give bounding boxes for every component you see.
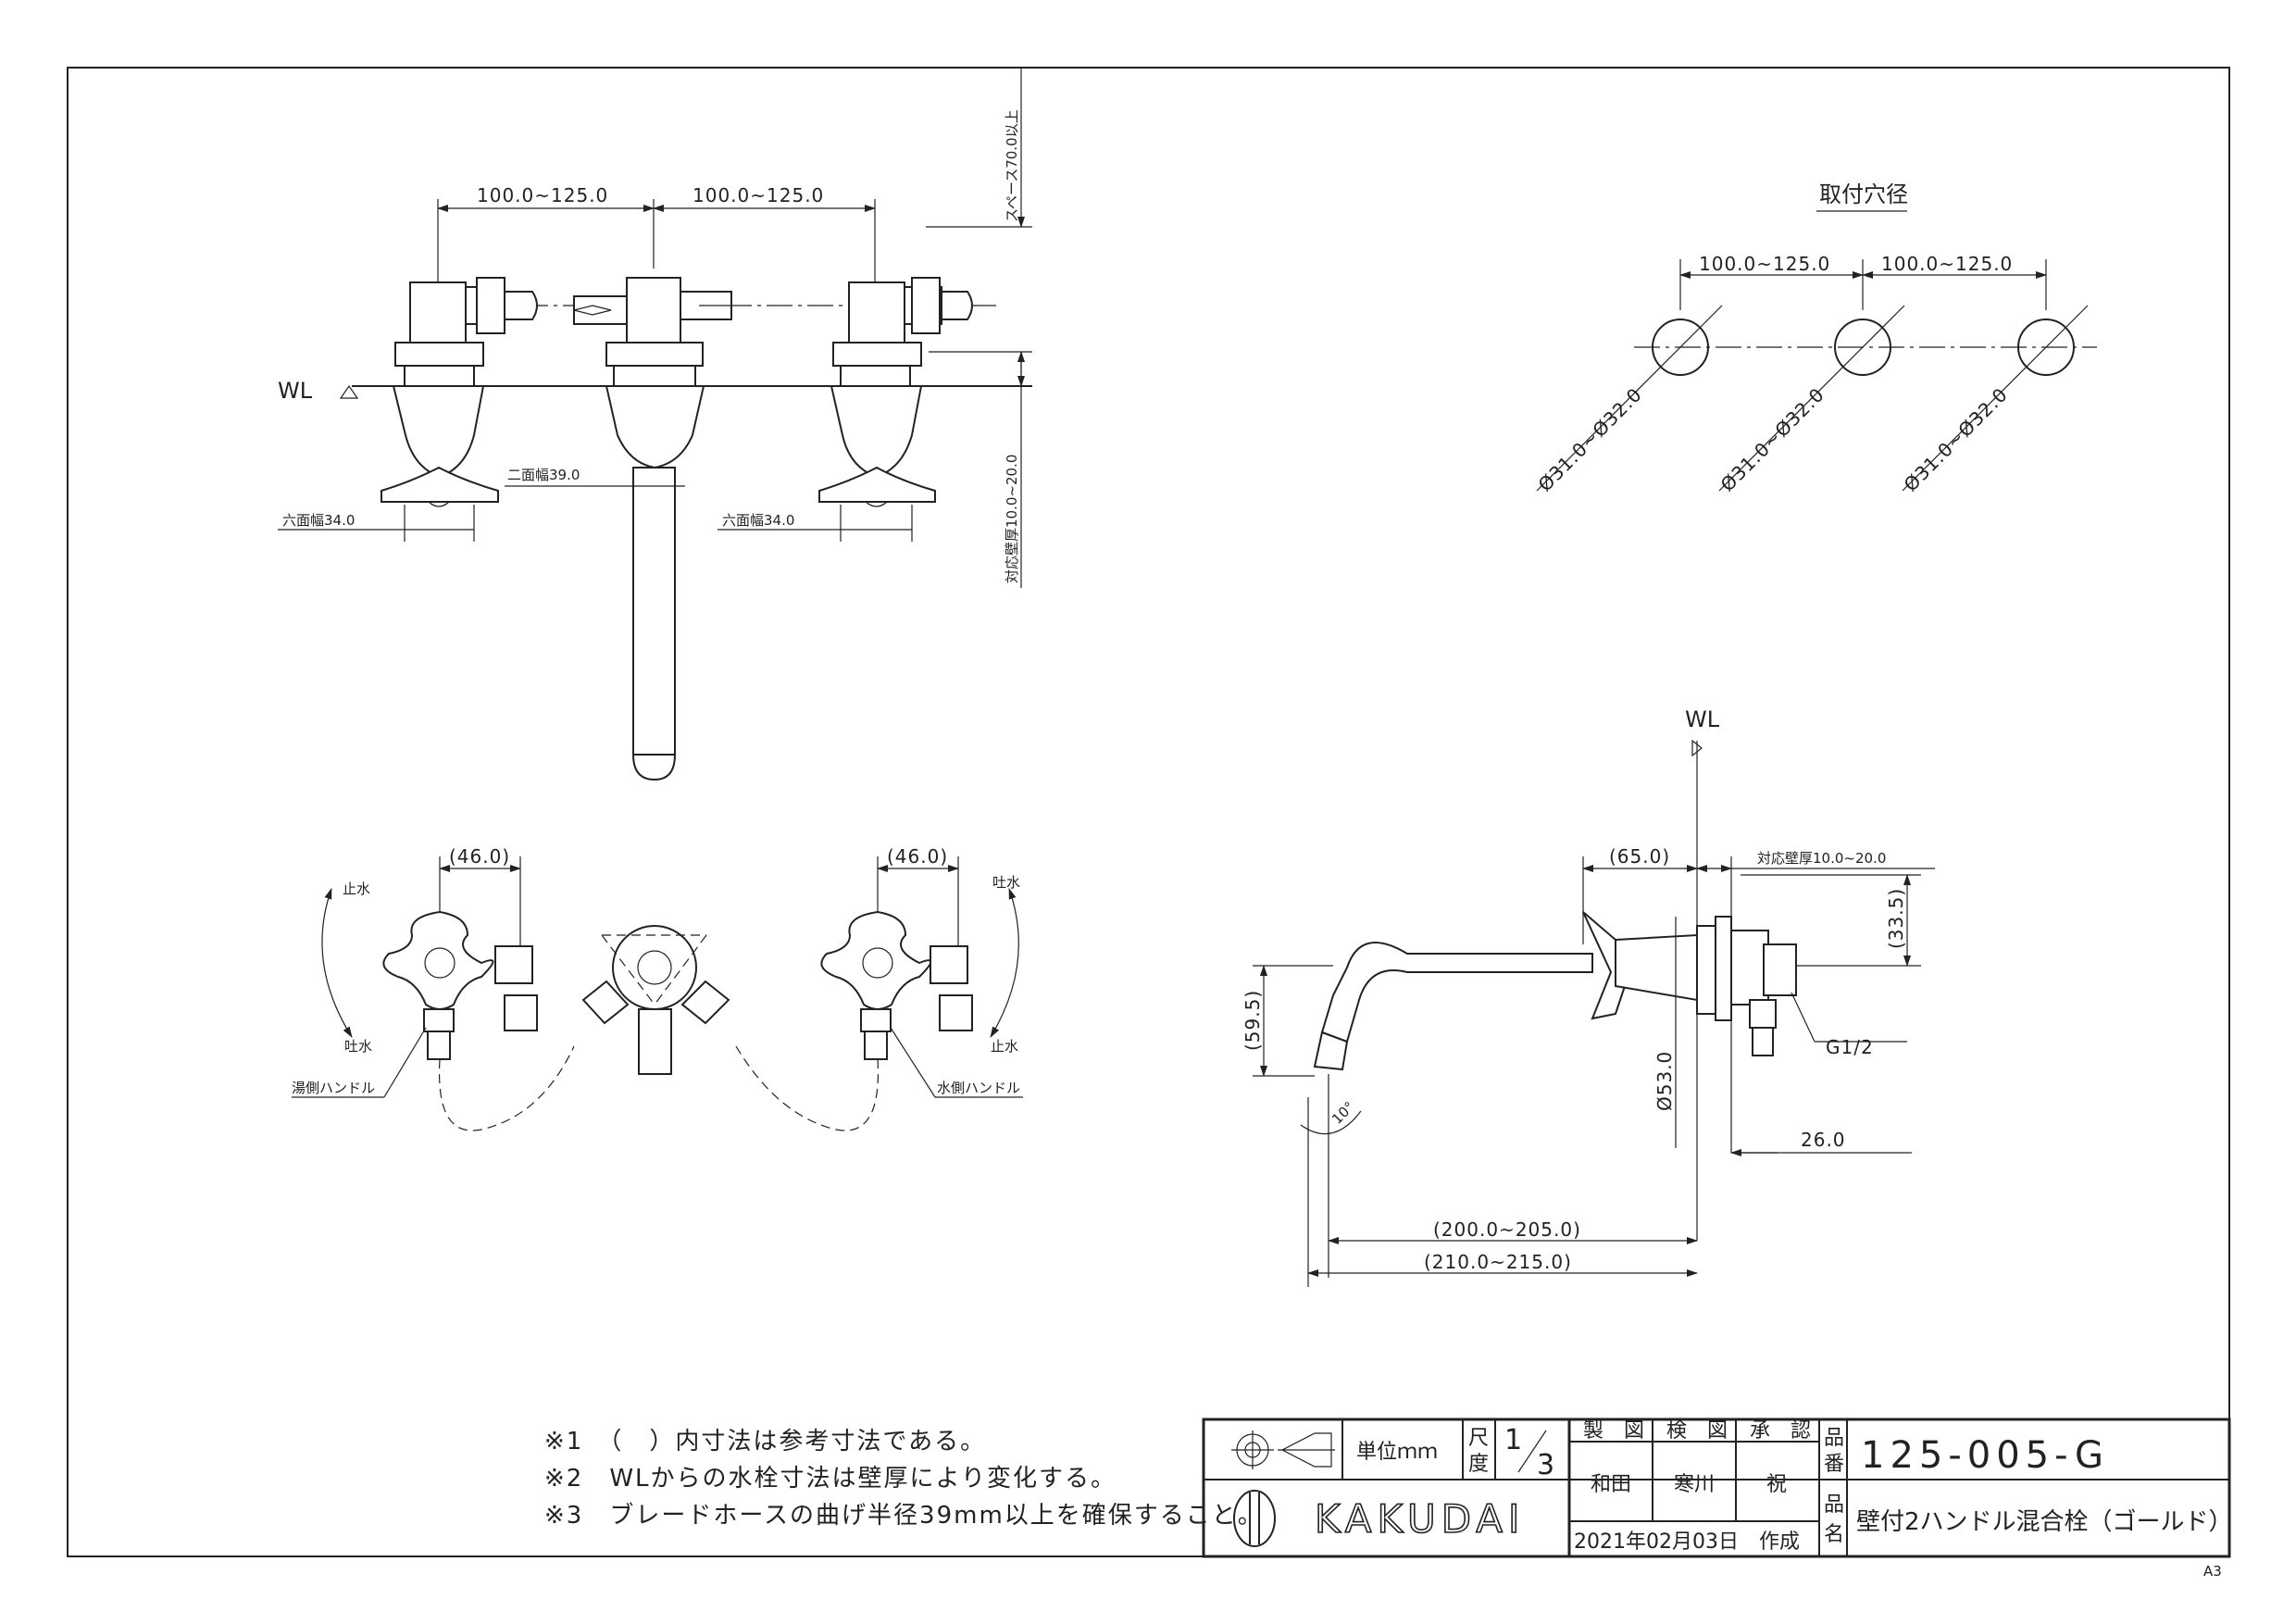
hole-dia-3: Ø31.0~Ø32.0 xyxy=(1900,383,2013,496)
side-reach-1: (200.0~205.0) xyxy=(1433,1218,1581,1241)
stop-label-right: 止水 xyxy=(991,1038,1018,1055)
hot-handle-label: 湯側ハンドル xyxy=(292,1080,375,1096)
side-thread: G1/2 xyxy=(1826,1036,1874,1058)
spout-label-left: 吐水 xyxy=(344,1038,372,1055)
product-name: 壁付2ハンドル混合栓（ゴールド） xyxy=(1856,1508,2233,1536)
side-dim-26: 26.0 xyxy=(1801,1129,1846,1151)
space-dim: スペース70.0以上 xyxy=(1004,109,1020,222)
note-1: ※1 （ ）内寸法は参考寸法である。 xyxy=(544,1428,986,1455)
spout-top xyxy=(581,925,730,1075)
hole-dia-2: Ø31.0~Ø32.0 xyxy=(1716,383,1829,496)
part-number: 125-005-G xyxy=(1861,1434,2109,1477)
cold-handle-top: 吐水 止水 xyxy=(820,874,1020,1060)
date-label: 2021年02月03日 作成 xyxy=(1574,1530,1800,1554)
note-3: ※3 ブレードホースの曲げ半径39mm以上を確保すること。 xyxy=(544,1502,1264,1530)
name-label-2: 名 xyxy=(1824,1523,1844,1546)
cold-handle-label: 水側ハンドル xyxy=(937,1080,1020,1096)
part-no-label-2: 番 xyxy=(1824,1453,1844,1476)
side-view: WL (65.0) 対応壁厚10.0~20.0 (33.5) (59.5) xyxy=(1242,706,1935,1287)
left-valve xyxy=(381,277,538,507)
stop-label-left: 止水 xyxy=(343,881,370,897)
note-2: ※2 WLからの水栓寸法は壁厚により変化する。 xyxy=(544,1465,1117,1493)
sheet-size: A3 xyxy=(2203,1563,2222,1580)
top-dim-left: (46.0) xyxy=(449,845,510,868)
front-view: WL 100.0~125.0 100.0~125.0 スペース70.0以上 対応… xyxy=(278,68,1032,781)
side-dim-335: (33.5) xyxy=(1885,888,1907,949)
projection-symbol xyxy=(1231,1430,1335,1469)
drawing-frame xyxy=(67,67,2230,1557)
approved-by-label: 承 認 xyxy=(1750,1419,1811,1443)
hole-pitch-right: 100.0~125.0 xyxy=(1881,253,2013,275)
side-wall-range: 対応壁厚10.0~20.0 xyxy=(1757,850,1886,867)
name-label-1: 品 xyxy=(1824,1493,1844,1517)
side-reach-2: (210.0~215.0) xyxy=(1424,1251,1572,1273)
wall-range-front: 対応壁厚10.0~20.0 xyxy=(1004,455,1020,583)
scale-label-2: 度 xyxy=(1468,1453,1489,1476)
top-dim-right: (46.0) xyxy=(887,845,948,868)
notes: ※1 （ ）内寸法は参考寸法である。 ※2 WLからの水栓寸法は壁厚により変化す… xyxy=(544,1428,1264,1530)
hot-handle-top: 止水 吐水 xyxy=(321,881,538,1060)
spout-label-right: 吐水 xyxy=(992,874,1020,891)
front-pitch-right: 100.0~125.0 xyxy=(693,184,824,206)
hole-dia-1: Ø31.0~Ø32.0 xyxy=(1534,383,1647,496)
approved-by-name: 祝 xyxy=(1766,1473,1787,1496)
unit-label: 単位ｍｍ xyxy=(1356,1441,1438,1464)
side-dia-53: Ø53.0 xyxy=(1653,1051,1676,1111)
scale-den: 3 xyxy=(1537,1449,1554,1481)
brand-label: KAKUDAI xyxy=(1315,1496,1525,1542)
center-spout xyxy=(573,277,732,781)
side-dim-595: (59.5) xyxy=(1242,990,1264,1051)
top-view: (46.0) (46.0) 止水 吐水 xyxy=(292,845,1023,1131)
scale-label-1: 尺 xyxy=(1468,1427,1489,1450)
right-valve xyxy=(818,277,973,507)
checked-by-label: 検 図 xyxy=(1666,1419,1728,1443)
made-by-name: 和田 xyxy=(1591,1473,1631,1496)
side-wl-label: WL xyxy=(1685,706,1720,732)
hex-left-label: 六面幅34.0 xyxy=(282,512,355,529)
hole-pitch-left: 100.0~125.0 xyxy=(1699,253,1830,275)
hex-right-label: 六面幅34.0 xyxy=(722,512,794,529)
made-by-label: 製 図 xyxy=(1583,1419,1644,1443)
checked-by-name: 寒川 xyxy=(1674,1473,1715,1496)
hole-title: 取付穴径 xyxy=(1819,181,1908,207)
side-dim-65: (65.0) xyxy=(1609,845,1670,868)
kakudai-logo: KAKUDAI xyxy=(1233,1490,1525,1547)
wl-label: WL xyxy=(278,378,313,404)
front-pitch-left: 100.0~125.0 xyxy=(477,184,608,206)
hole-view: 取付穴径 100.0~125.0 100.0~125.0 Ø31.0~Ø32.0… xyxy=(1534,181,2097,496)
side-angle: 10° xyxy=(1329,1098,1358,1128)
scale-num: 1 xyxy=(1504,1424,1522,1456)
part-no-label-1: 品 xyxy=(1824,1427,1844,1450)
flat-width-label: 二面幅39.0 xyxy=(507,467,580,483)
title-block: 単位ｍｍ 尺 度 1 3 KAKUDAI 製 図 検 図 承 認 和田 寒川 祝… xyxy=(1202,1418,2233,1558)
